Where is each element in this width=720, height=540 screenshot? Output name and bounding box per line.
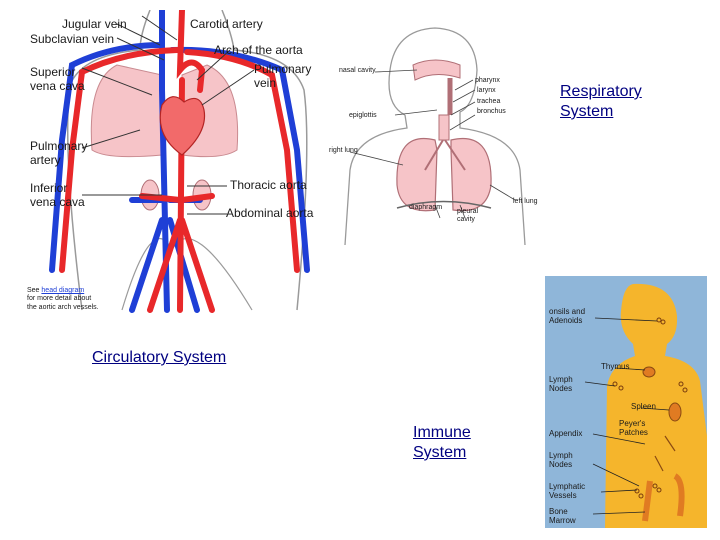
label-lymph-nodes-1a: Lymph [549,375,573,384]
label-lymphatic-vessels-1: Lymphatic [549,482,586,491]
note-line-2: for more detail about [27,295,92,303]
immune-link-line-2[interactable]: System [413,444,467,461]
label-superior-vena-cava-1: Superior [30,65,76,79]
label-peyers-2: Patches [619,428,648,437]
label-lymph-nodes-2b: Nodes [549,460,573,469]
label-tonsils-1: onsils and [549,307,586,316]
label-diaphragm: diaphragm [409,204,443,211]
label-larynx: larynx [477,87,496,94]
label-spleen: Spleen [631,402,656,411]
label-peyers-1: Peyer's [619,419,646,428]
immune-link-line-1[interactable]: Immune [413,424,471,441]
label-superior-vena-cava-2: vena cava [30,79,85,93]
respiratory-diagram: nasal cavity pharynx larynx trachea bron… [325,20,545,245]
label-tonsils-2: Adenoids [549,316,583,325]
label-carotid-artery: Carotid artery [190,17,263,31]
label-inferior-vena-cava-2: vena cava [30,195,85,209]
label-jugular-vein: Jugular vein [62,17,127,31]
immune-system-link[interactable]: Immune System [413,423,471,463]
head-diagram-link[interactable]: head diagram [41,287,85,294]
respiratory-system-link[interactable]: Respiratory System [560,82,642,122]
label-bone-marrow-2: Marrow [549,516,576,525]
immune-illustration [584,283,707,528]
label-pulmonary-vein-1: Pulmonary [254,62,312,76]
label-lymph-nodes-1b: Nodes [549,384,573,393]
label-appendix: Appendix [549,429,583,438]
label-trachea: trachea [477,98,501,105]
note-line-3: the aortic arch vessels. [27,303,99,311]
label-bronchus: bronchus [477,108,506,115]
respiratory-link-line-1[interactable]: Respiratory [560,83,642,100]
label-bone-marrow-1: Bone [549,507,568,516]
circulatory-system-link[interactable]: Circulatory System [92,349,227,366]
circulatory-note: See head diagram for more detail about t… [27,287,99,312]
label-right-lung: right lung [329,147,358,154]
circulatory-diagram: Jugular vein Subclavian vein Carotid art… [22,10,322,320]
label-lymph-nodes-2a: Lymph [549,451,573,460]
label-left-lung: left lung [513,198,538,205]
label-pulmonary-vein-2: vein [254,76,277,90]
label-pleural-1: pleural [457,208,479,215]
label-inferior-vena-cava-1: Inferior [30,181,68,195]
label-pulmonary-artery-2: artery [30,153,61,167]
label-lymphatic-vessels-2: Vessels [549,491,577,500]
label-pulmonary-artery-1: Pulmonary [30,139,88,153]
immune-diagram: onsils and Adenoids Thymus Lymph Nodes S… [545,276,707,528]
label-arch-of-aorta: Arch of the aorta [214,43,303,57]
label-epiglottis: epiglottis [349,112,377,119]
label-pleural-2: cavity [457,216,475,223]
circulatory-illustration [49,10,310,313]
label-nasal-cavity: nasal cavity [339,67,376,74]
respiratory-illustration [344,27,526,245]
note-prefix: See [27,287,42,294]
label-thymus: Thymus [601,362,630,371]
label-abdominal-aorta: Abdominal aorta [226,206,314,220]
label-pharynx: pharynx [475,77,500,84]
respiratory-link-line-2[interactable]: System [560,103,614,120]
label-thoracic-aorta: Thoracic aorta [230,178,307,192]
label-subclavian-vein: Subclavian vein [30,32,115,46]
